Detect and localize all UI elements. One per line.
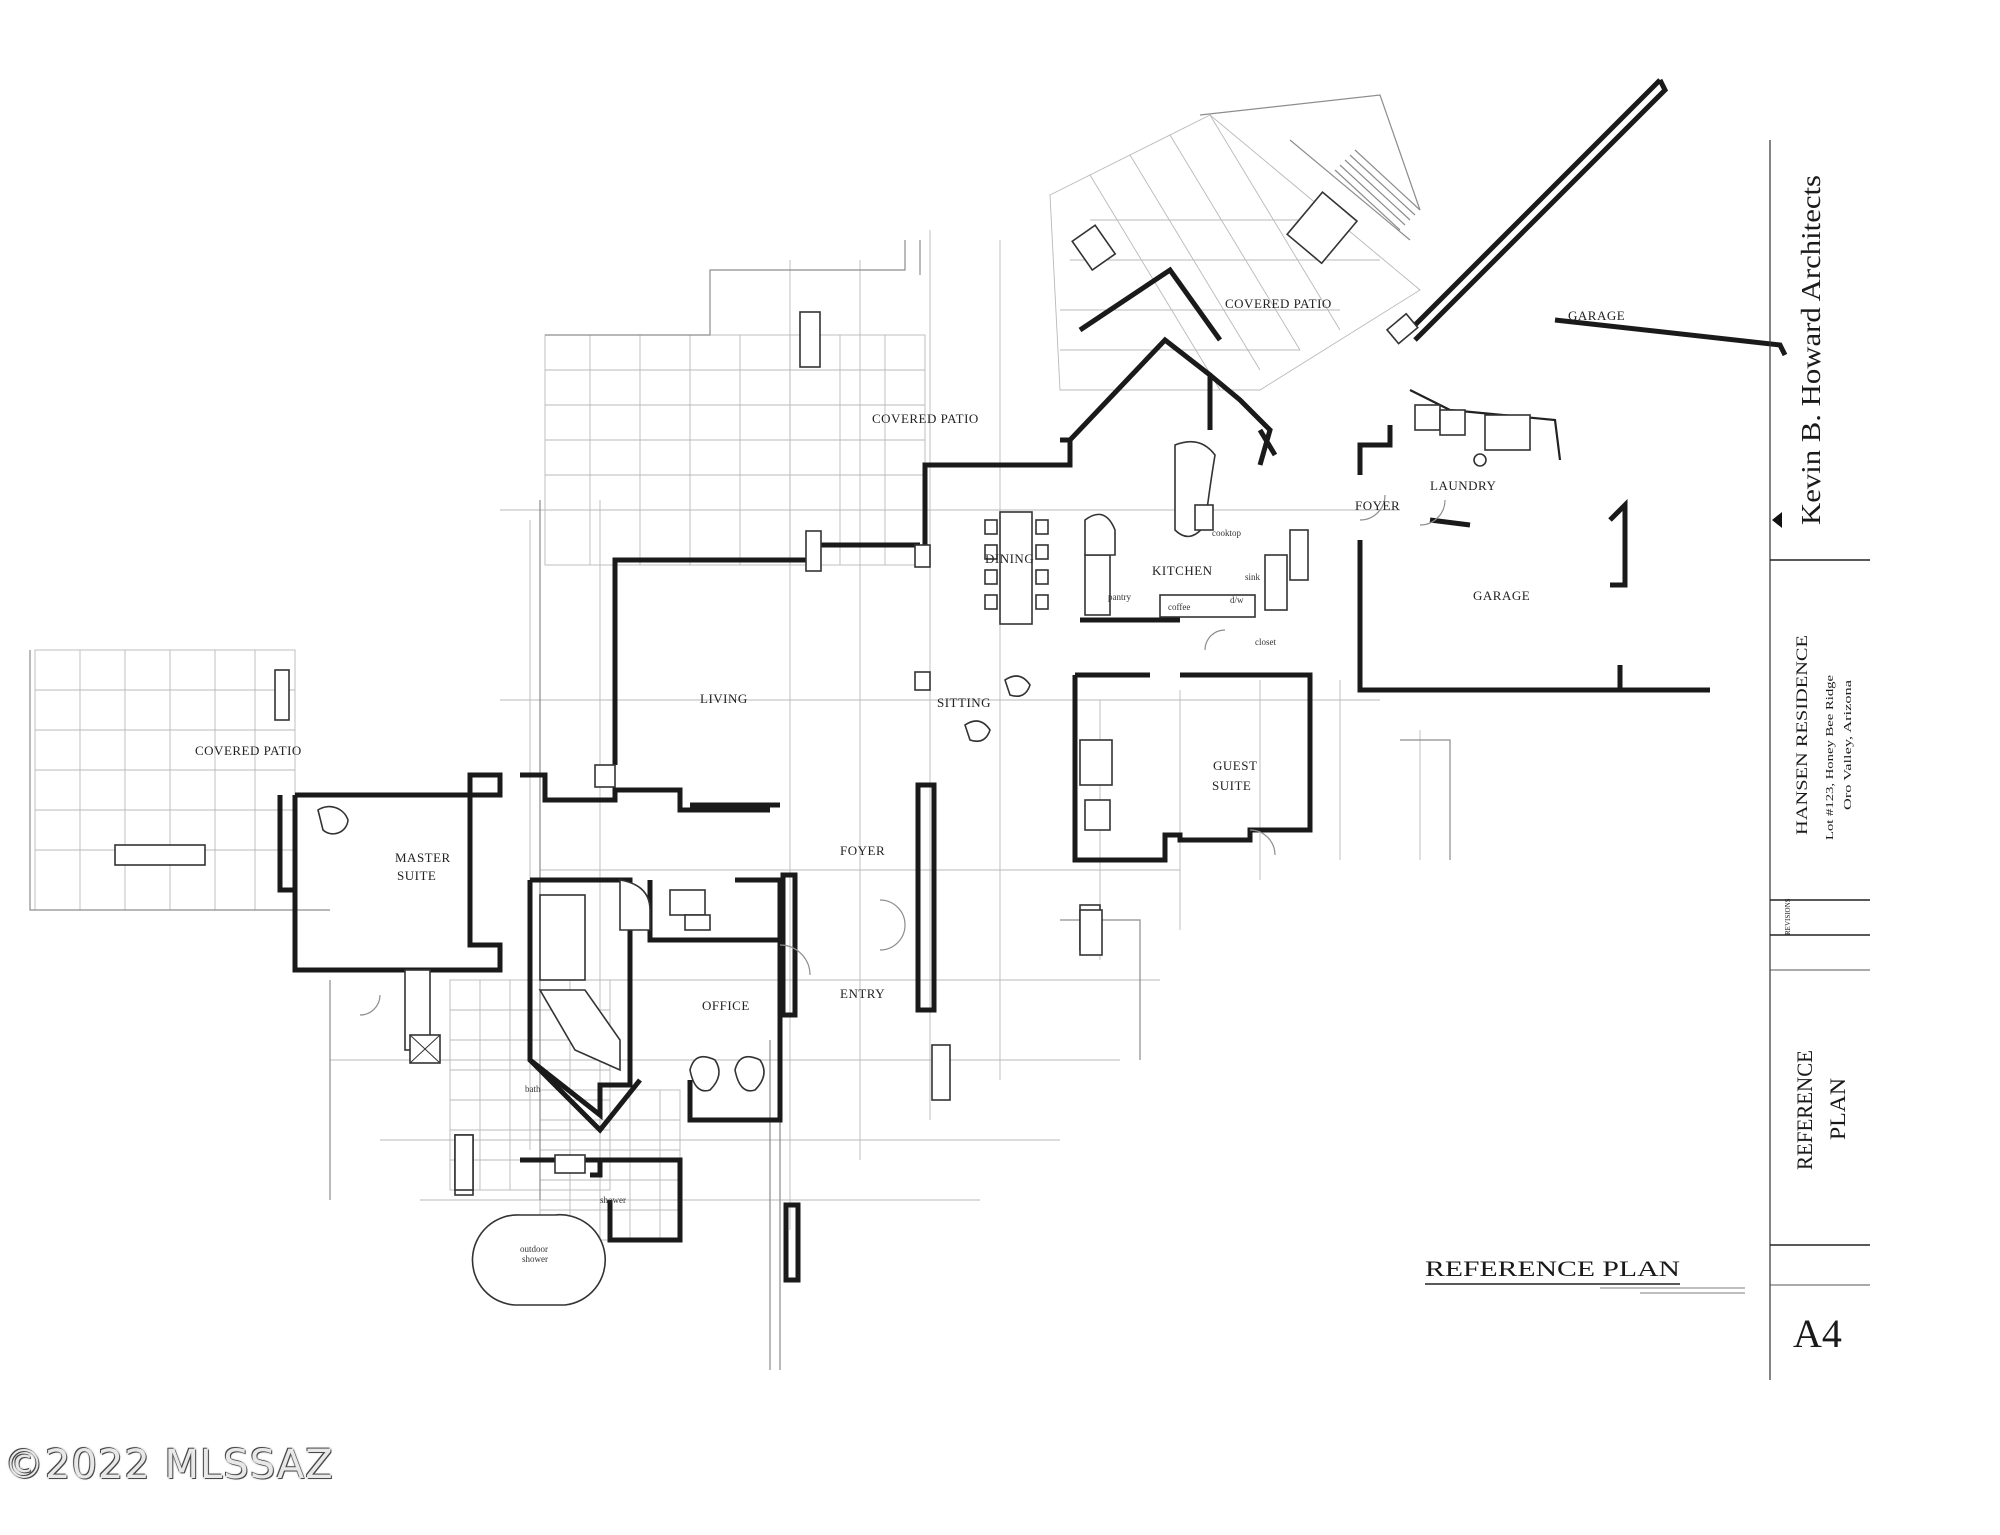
label-dw: d/w <box>1230 595 1244 605</box>
label-pantry: pantry <box>1108 592 1131 602</box>
fixtures <box>114 149 1531 1306</box>
label-laundry: LAUNDRY <box>1430 478 1496 493</box>
architect-name: Kevin B. Howard Architects <box>1796 175 1826 525</box>
sheet-title-1: REFERENCE <box>1792 1050 1817 1170</box>
label-garage-lower: GARAGE <box>1473 588 1530 603</box>
label-office: OFFICE <box>702 998 750 1013</box>
address-line-1: Lot #123, Honey Bee Ridge <box>1825 674 1836 840</box>
title-block: Kevin B. Howard Architects HANSEN RESIDE… <box>1769 140 1870 1380</box>
label-foyer-center: FOYER <box>840 843 885 858</box>
label-master-1: MASTER <box>395 850 451 865</box>
label-foyer-right: FOYER <box>1355 498 1400 513</box>
label-garage-upper: GARAGE <box>1568 308 1625 323</box>
label-cooktop: cooktop <box>1212 528 1241 538</box>
label-outdoor: outdoor <box>520 1244 548 1254</box>
room-labels: COVERED PATIO COVERED PATIO COVERED PATI… <box>195 296 1625 1264</box>
label-dining: DINING <box>985 551 1034 566</box>
label-guest-1: GUEST <box>1213 758 1257 773</box>
label-kitchen: KITCHEN <box>1152 563 1213 578</box>
label-living: LIVING <box>700 691 748 706</box>
label-covered-patio-center: COVERED PATIO <box>872 411 979 426</box>
label-covered-patio-right: COVERED PATIO <box>1225 296 1332 311</box>
address-line-2: Oro Valley, Arizona <box>1843 679 1854 810</box>
revisions-label: REVISIONS <box>1784 898 1792 935</box>
label-master-2: SUITE <box>397 868 436 883</box>
walls <box>277 78 1788 1283</box>
patio-grid <box>34 114 1421 1241</box>
sheet-number: A4 <box>1793 1311 1842 1356</box>
sheet-title-2: PLAN <box>1825 1078 1850 1140</box>
label-coffee: coffee <box>1168 602 1190 612</box>
label-shower: shower <box>522 1254 548 1264</box>
architect-logo-icon <box>1772 512 1782 528</box>
roof-overhang-lines <box>29 94 1451 1370</box>
label-entry: ENTRY <box>840 986 885 1001</box>
project-name: HANSEN RESIDENCE <box>1794 635 1811 835</box>
label-closet: closet <box>1255 637 1276 647</box>
drawing-title: REFERENCE PLAN <box>1425 1256 1680 1281</box>
mls-watermark: ©2022 MLSSAZ <box>4 1442 334 1488</box>
label-sitting: SITTING <box>937 695 991 710</box>
label-bath: bath <box>525 1084 541 1094</box>
door-swings <box>359 494 1446 1016</box>
drawing-title-block: REFERENCE PLAN <box>1425 1256 1745 1294</box>
label-sink: sink <box>1245 572 1261 582</box>
label-covered-patio-left: COVERED PATIO <box>195 743 302 758</box>
label-shower-bath: shower <box>600 1195 626 1205</box>
label-guest-2: SUITE <box>1212 778 1251 793</box>
